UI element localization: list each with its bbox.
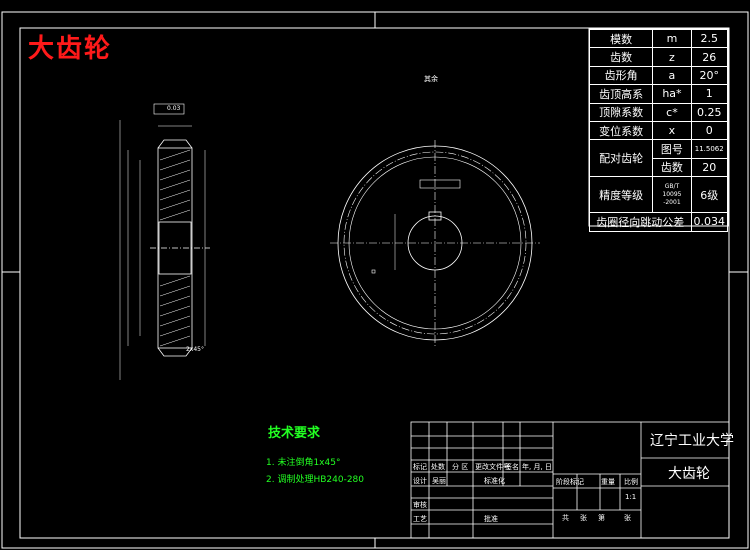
part-name: 大齿轮	[668, 466, 710, 482]
tb-designer-label: 设计	[413, 477, 427, 485]
tb-header-doc: 更改文件号	[475, 463, 510, 471]
tb-designer-name: 吴丽	[432, 477, 446, 485]
accuracy-grade: 6级	[690, 176, 728, 214]
param-symbol: x	[652, 120, 692, 141]
param-value: 20°	[690, 65, 728, 86]
tech-requirement-item: 2. 调制处理HB240-280	[266, 475, 364, 485]
gear-side-view	[119, 103, 210, 380]
param-value: 0.25	[690, 102, 728, 122]
tb-stage: 阶段标记	[556, 478, 584, 486]
param-symbol: c*	[652, 102, 692, 122]
param-value: 1	[690, 84, 728, 104]
tb-process: 工艺	[413, 515, 427, 523]
tb-ratio: 比例	[624, 478, 638, 486]
tb-sheet-label: 张	[624, 514, 631, 522]
tb-sheet-no: 第	[598, 514, 605, 522]
tb-header-sign: 签名	[505, 463, 519, 471]
tb-standardization: 标准化	[484, 477, 505, 485]
param-name: 模数	[588, 28, 654, 49]
gear-front-view	[330, 140, 540, 346]
param-name: 变位系数	[588, 120, 654, 141]
param-value: 2.5	[690, 28, 728, 49]
gear-hatching	[159, 149, 191, 347]
mating-teeth-label: 齿数	[652, 157, 692, 178]
tolerance-box-label: 0.03	[167, 105, 181, 112]
tech-requirements-heading: 技术要求	[268, 426, 321, 441]
tb-weight: 重量	[601, 478, 615, 486]
small-marker	[371, 269, 376, 274]
tech-requirement-item: 1. 未注倒角1x45°	[266, 458, 341, 468]
param-name: 齿形角	[588, 65, 654, 86]
tb-check: 审核	[413, 501, 427, 509]
runout-label: 齿圈径向跳动公差	[589, 212, 692, 232]
mating-label: 配对齿轮	[588, 139, 654, 178]
param-symbol: m	[652, 28, 692, 49]
param-name: 齿顶高系	[588, 84, 654, 104]
title-block	[410, 421, 730, 539]
chamfer-label: 2x45°	[186, 346, 205, 353]
accuracy-label: 精度等级	[588, 176, 654, 214]
accuracy-standard: GB/T 10095 -2001	[652, 176, 692, 214]
tb-header-zone: 分 区	[452, 463, 469, 471]
tb-approve: 批准	[484, 515, 498, 523]
tb-sheets-total: 共	[562, 514, 569, 522]
param-value: 26	[690, 47, 728, 67]
drawing-title: 大齿轮	[28, 34, 113, 64]
tb-header-count: 处数	[431, 463, 445, 471]
mating-drawing-no-label: 图号	[652, 139, 692, 159]
runout-value: 0.034	[690, 212, 728, 232]
tb-header-date: 年, 月, 日	[522, 463, 552, 471]
param-value: 0	[690, 120, 728, 141]
mating-teeth: 20	[690, 157, 728, 178]
param-symbol: z	[652, 47, 692, 67]
tb-scale: 1:1	[625, 493, 637, 501]
param-symbol: ha*	[652, 84, 692, 104]
param-symbol: a	[652, 65, 692, 86]
param-name: 顶隙系数	[588, 102, 654, 122]
tb-header-mark: 标记	[413, 463, 427, 471]
university-name: 辽宁工业大学	[650, 433, 734, 449]
mating-drawing-no: 11.5062	[690, 139, 728, 159]
param-name: 齿数	[588, 47, 654, 67]
tb-sheets-label: 张	[580, 514, 587, 522]
surface-note: 其余	[424, 75, 438, 83]
